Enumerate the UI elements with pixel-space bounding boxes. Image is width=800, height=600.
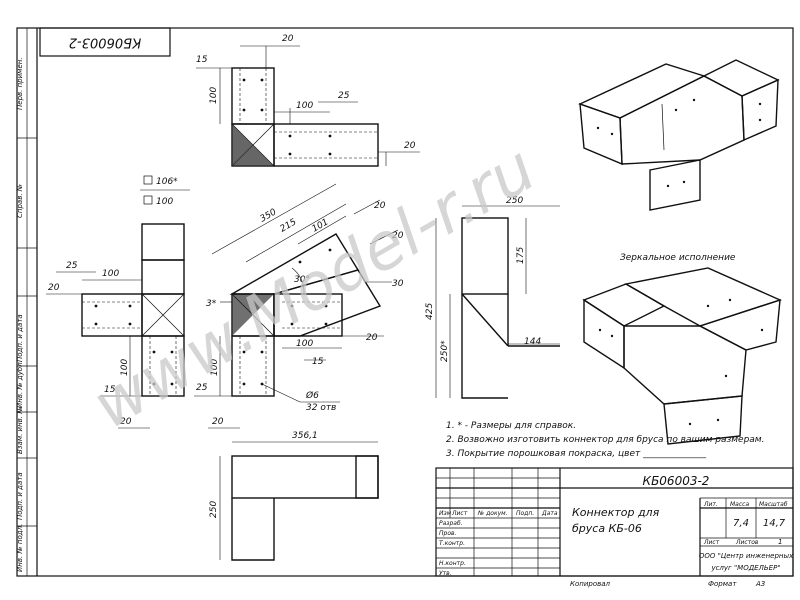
notes: 1. * - Размеры для справок. 2. Возвожно … — [446, 421, 764, 459]
col-sign: Подп. — [516, 510, 534, 517]
dim-left-106: 106* — [156, 177, 178, 187]
sheet-border — [16, 27, 794, 577]
row-approved: Утв. — [439, 570, 452, 577]
label-mass: Масса — [730, 501, 749, 508]
note-1: 1. * - Размеры для справок. — [446, 421, 576, 431]
stamp-first-use: Перв. примен. — [16, 57, 24, 110]
dim-side-144: 144 — [524, 337, 541, 347]
stamp-sign-date-2: Подп. и дата — [16, 472, 24, 520]
dim-top-20b: 20 — [404, 141, 416, 151]
col-doc: № докум. — [477, 510, 508, 517]
title-block: КБ06003-2 Коннектор для бруса КБ-06 Изм … — [435, 467, 794, 577]
dim-left-100v: 100 — [120, 359, 130, 376]
side-view: 250 175 425 250* 144 — [425, 196, 560, 399]
label-lit: Лит. — [703, 501, 718, 508]
dim-left-20a: 20 — [48, 283, 60, 293]
dim-hole-count: 32 отв — [306, 403, 336, 413]
dim-angle-30deg: 30° — [294, 275, 310, 285]
stamp-sign-date-1: Подп. и дата — [16, 314, 24, 362]
dim-angle-15: 15 — [312, 357, 324, 367]
dim-angle-100h: 100 — [296, 339, 313, 349]
sheets-value: 1 — [778, 538, 782, 546]
col-date: Дата — [541, 510, 558, 517]
col-list: Лист — [451, 510, 468, 517]
col-izm: Изм — [439, 510, 452, 517]
dim-side-250: 250 — [506, 196, 523, 206]
title-line-1: Коннектор для — [572, 506, 660, 519]
dim-hole-dia: Ø6 — [305, 390, 319, 401]
format-label: Формат — [708, 580, 737, 588]
note-3: 3. Покрытие порошковая покраска, цвет __… — [446, 449, 707, 459]
dim-left-100h: 100 — [102, 269, 119, 279]
dim-angle-25: 25 — [196, 383, 208, 393]
dim-bottom-250: 250 — [209, 501, 219, 518]
mirrored-isometric-view — [582, 267, 782, 445]
row-developer: Разраб. — [439, 520, 463, 527]
dim-top-15: 15 — [196, 55, 208, 65]
dim-top-20a: 20 — [282, 34, 294, 44]
label-scale: Масштаб — [759, 501, 788, 508]
angled-view: 350 215 101 20 20 30° 30 3* 100 20 15 20… — [194, 183, 404, 429]
stamp-ref-no: Справ. № — [16, 184, 24, 218]
bottom-view: 356,1 250 — [209, 431, 379, 561]
note-2: 2. Возвожно изготовить коннектор для бру… — [446, 435, 764, 445]
dim-angle-20b: 20 — [392, 231, 404, 241]
stamp-replace-inv: Взам. инв. № — [16, 406, 24, 454]
dim-angle-101: 101 — [311, 217, 331, 234]
dim-left-15: 15 — [104, 385, 116, 395]
dim-bottom-356: 356,1 — [292, 431, 318, 441]
stamp-dup-inv: Инв. № дубл. — [16, 360, 24, 408]
row-tech-control: Т.контр. — [439, 540, 465, 547]
stamp-orig-inv: Инв. № подл. — [16, 524, 24, 572]
copied-label: Копировал — [570, 580, 611, 588]
dim-left-20b: 20 — [120, 417, 132, 427]
title-line-2: бруса КБ-06 — [572, 522, 642, 535]
isometric-view — [578, 59, 780, 211]
dim-angle-215: 215 — [279, 217, 299, 234]
rotated-drawing-code: КБ06003-2 — [69, 35, 141, 50]
label-sheets: Листов — [735, 539, 759, 546]
dim-left-25: 25 — [66, 261, 78, 271]
row-checked: Пров. — [439, 530, 457, 537]
side-stamp: Перв. примен. Справ. № Подп. и дата Инв.… — [16, 28, 37, 576]
dim-angle-20a: 20 — [374, 201, 386, 211]
dim-angle-3: 3* — [206, 299, 217, 309]
mass-value: 7,4 — [733, 518, 749, 529]
company-line-1: ООО "Центр инженерных — [699, 552, 794, 560]
row-norm-control: Н.контр. — [439, 560, 466, 567]
dim-top-100v: 100 — [209, 87, 219, 104]
top-view: 20 15 100 100 25 20 — [196, 34, 420, 167]
dim-top-100h: 100 — [296, 101, 313, 111]
mirror-caption: Зеркальное исполнение — [620, 253, 736, 263]
dim-side-425: 425 — [425, 303, 435, 320]
dim-side-250star: 250* — [440, 340, 450, 362]
left-view: 106* 100 25 100 20 100 15 20 — [46, 175, 190, 429]
dim-angle-100v: 100 — [210, 359, 220, 376]
company-line-2: услуг "МОДЕЛЬЕР" — [710, 564, 780, 572]
dim-side-175: 175 — [516, 247, 526, 264]
format-value: А3 — [755, 580, 765, 588]
dim-top-25: 25 — [338, 91, 350, 101]
drawing-code: КБ06003-2 — [643, 474, 710, 488]
rotated-code-box: КБ06003-2 — [39, 27, 171, 57]
dim-angle-30: 30 — [392, 279, 404, 289]
scale-value: 14,7 — [763, 518, 786, 529]
dim-left-100: 100 — [156, 197, 173, 207]
label-sheet: Лист — [703, 539, 720, 546]
dim-angle-20c: 20 — [366, 333, 378, 343]
dim-angle-20d: 20 — [212, 417, 224, 427]
